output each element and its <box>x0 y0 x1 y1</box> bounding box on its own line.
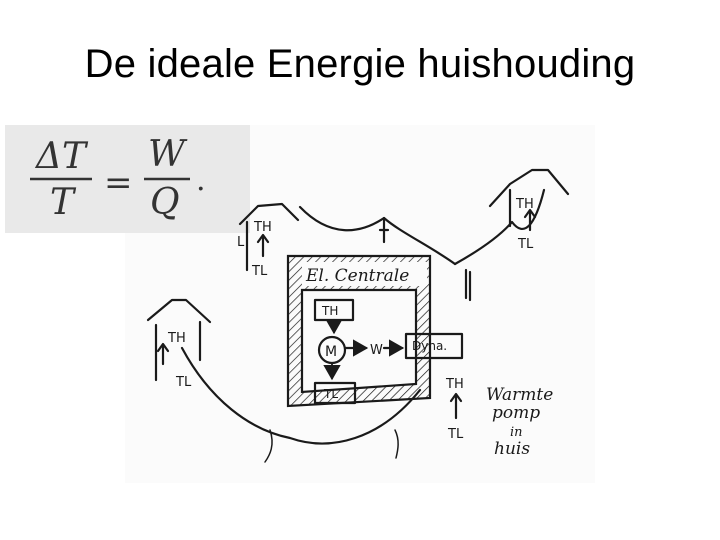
heatpump-text-3: in <box>510 425 523 440</box>
dynamo-label: Dyna. <box>412 339 447 353</box>
formula-period: . <box>196 163 206 198</box>
heatpump-text-2: pomp <box>492 403 540 423</box>
formula-delta-t: ΔT <box>34 136 89 177</box>
house-tr-tl: TL <box>517 237 534 252</box>
formula-t: T <box>50 182 77 223</box>
formula-q: Q <box>150 182 180 223</box>
formula-equals: = <box>104 163 133 203</box>
house-l-th: TH <box>167 331 186 346</box>
house-l-tl: TL <box>175 375 192 390</box>
house-tl-th: TH <box>253 220 272 235</box>
house-tl-tl: TL <box>251 264 268 279</box>
plant-th: TH <box>321 304 338 318</box>
heatpump-tl: TL <box>447 427 464 442</box>
heatpump-text-4: huis <box>494 439 530 459</box>
formula-w: W <box>148 134 188 175</box>
work-label: W <box>370 343 383 358</box>
heatpump-text-1: Warmte <box>486 385 553 405</box>
plant-tl: TL <box>323 387 338 401</box>
heatpump-th: TH <box>445 377 464 392</box>
motor-label: M <box>325 344 337 360</box>
plant-label: El. Centrale <box>305 266 409 286</box>
house-tl-l: L <box>237 235 245 250</box>
